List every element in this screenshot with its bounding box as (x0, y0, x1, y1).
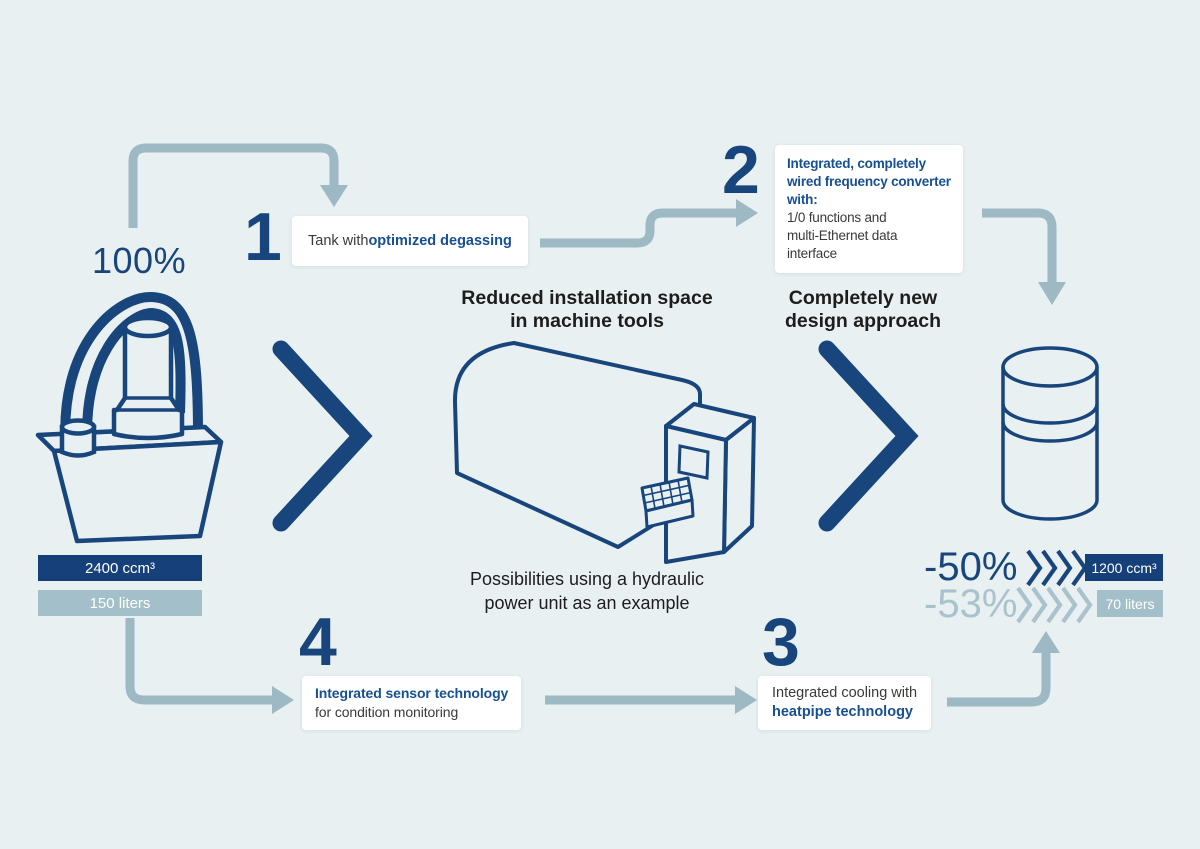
control-panel-icon (640, 402, 756, 564)
step1-number: 1 (244, 199, 282, 275)
machine-caption: Possibilities using a hydraulic power un… (447, 567, 727, 616)
keyboard-icon (640, 476, 695, 529)
step3-number: 3 (762, 604, 800, 680)
chevron-right-icon (1031, 586, 1048, 624)
progress-chevron-icon (818, 340, 919, 532)
step1-card: Tank with optimized degassing (292, 216, 528, 266)
arrow-tank-to-step4 (125, 618, 294, 714)
step2-text-line: Integrated, completely (787, 156, 926, 171)
step4-card: Integrated sensor technology for conditi… (302, 676, 522, 730)
chevron-right-icon (1076, 586, 1093, 624)
step1-text: Tank with (308, 233, 369, 249)
after-volume-badge: 1200 ccm³ (1085, 554, 1163, 581)
design-heading: Completely new design approach (773, 287, 953, 334)
compact-unit-illustration (1001, 346, 1099, 521)
hose-icon (60, 291, 203, 453)
step2-text-line: 1/0 functions and (787, 210, 887, 225)
machine-caption-line: power unit as an example (484, 593, 690, 614)
step2-text-line: multi-Ethernet data (787, 228, 898, 243)
volume-reduction-chevrons (1026, 549, 1088, 587)
machine-tool-illustration (452, 341, 756, 564)
after-liters-badge: 70 liters (1097, 590, 1163, 617)
design-heading-line: Completely new (788, 287, 938, 309)
arrow-tank-to-step1 (128, 143, 348, 228)
chevron-right-icon (1046, 586, 1063, 624)
step2-text-line: wired frequency converter (787, 174, 951, 189)
step4-text: for condition monitoring (315, 704, 459, 720)
liters-reduction-chevrons (1016, 586, 1093, 624)
arrow-step1-to-step2 (540, 199, 758, 248)
step2-text-line: with: (787, 192, 818, 207)
machine-heading-line: Reduced installation space (461, 287, 713, 309)
machine-heading: Reduced installation space in machine to… (447, 287, 727, 334)
liters-reduction-percent: -53% (924, 582, 1018, 626)
step4-number: 4 (299, 604, 337, 680)
chevron-right-icon (1061, 586, 1078, 624)
step4-text-bold: Integrated sensor technology (315, 685, 509, 701)
arrow-step2-to-unit (982, 208, 1066, 305)
step1-text-bold: optimized degassing (368, 233, 512, 249)
before-percent-label: 100% (92, 240, 187, 281)
chevron-right-icon (1056, 549, 1073, 587)
machine-heading-line: in machine tools (510, 310, 664, 333)
hydraulic-power-unit-illustration (35, 291, 224, 544)
machine-caption-line: Possibilities using a hydraulic (469, 569, 705, 589)
arrow-step3-to-result (947, 631, 1060, 707)
step2-number: 2 (722, 132, 760, 208)
screen-icon (677, 444, 710, 480)
chevron-right-icon (1026, 549, 1043, 587)
step3-text: Integrated cooling with (772, 685, 918, 701)
design-heading-line: design approach (784, 310, 942, 333)
step2-card: Integrated, completely wired frequency c… (775, 145, 963, 273)
progress-chevron-icon (272, 340, 373, 532)
chevron-right-icon (1071, 549, 1088, 587)
step3-text-bold: heatpipe technology (772, 704, 913, 720)
chevron-right-icon (1016, 586, 1033, 624)
chevron-right-icon (1041, 549, 1058, 587)
before-volume-badge: 2400 ccm³ (38, 555, 202, 581)
before-liters-badge: 150 liters (38, 590, 202, 616)
step2-text-line: interface (787, 246, 837, 261)
volume-reduction-percent: -50% (924, 545, 1018, 589)
filler-port-icon (59, 418, 97, 458)
arrow-step4-to-step3 (545, 686, 757, 714)
motor-icon (111, 315, 185, 441)
step3-card: Integrated cooling with heatpipe technol… (758, 676, 932, 730)
